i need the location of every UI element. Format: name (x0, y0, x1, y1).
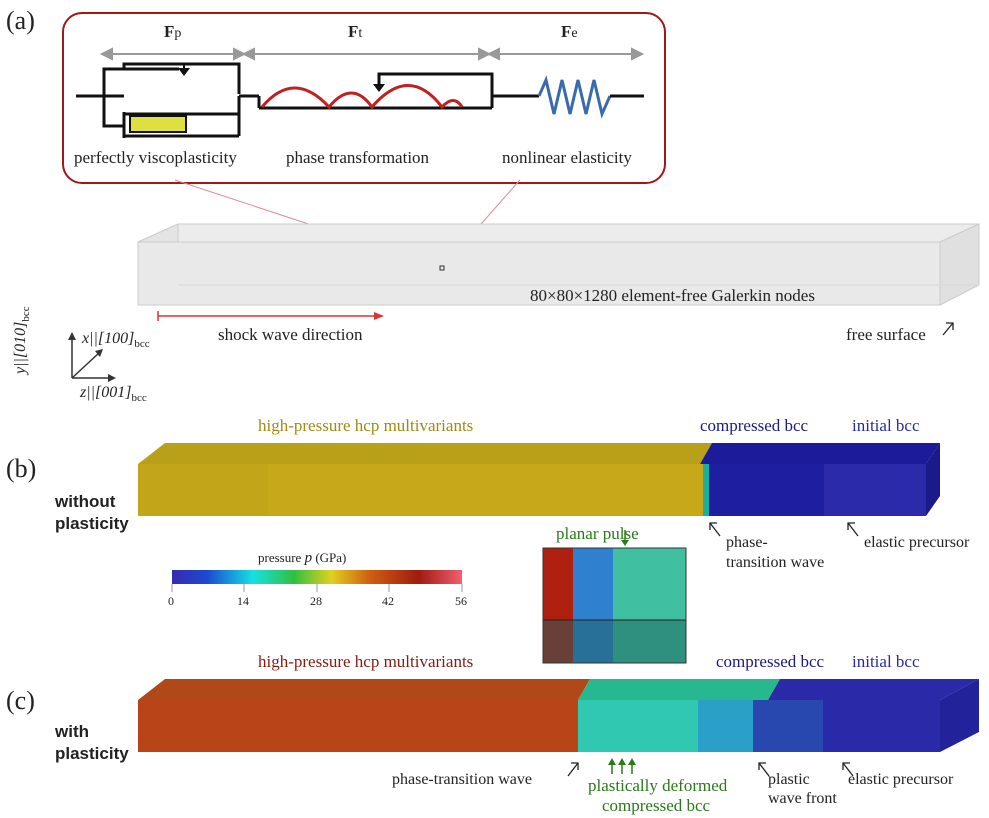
b-phase-wave-label-2: transition wave (726, 554, 825, 571)
fp-label: Fp (164, 22, 182, 41)
c-plastic-front-2: wave front (768, 790, 837, 807)
colorbar-tick-14: 14 (237, 594, 249, 608)
y-axis-label: y||[010]bcc (12, 306, 33, 374)
c-plastic-label-2: compressed bcc (602, 796, 711, 815)
panel-c-title-line2: plasticity (55, 744, 129, 763)
b-precursor-label: elastic precursor (864, 534, 970, 551)
b-hcp-label: high-pressure hcp multivariants (258, 416, 474, 435)
colorbar-tick-42: 42 (382, 594, 394, 608)
nodes-label: 80×80×1280 element-free Galerkin nodes (530, 286, 815, 305)
caption-phase-transformation: phase transformation (286, 148, 430, 167)
rheology-schematic (76, 47, 645, 138)
c-phase-wave-label: phase-transition wave (392, 771, 532, 788)
fe-label: Fe (561, 22, 578, 41)
shock-direction-label: shock wave direction (218, 325, 363, 344)
ft-label: Ft (348, 22, 363, 41)
c-plastic-label-1: plastically deformed (588, 776, 728, 795)
c-plastic-front-1: plastic (768, 771, 810, 788)
c-compressed-label: compressed bcc (716, 652, 825, 671)
free-surface-label: free surface (846, 325, 926, 344)
bar-with-plasticity (138, 679, 979, 752)
pressure-colorbar (172, 570, 462, 584)
b-phase-wave-label-1: phase- (726, 534, 768, 551)
x-axis-label: x||[100]bcc (82, 330, 150, 351)
phase-energy-arcs (260, 84, 464, 110)
c-precursor-label: elastic precursor (848, 771, 954, 788)
bar-without-plasticity (138, 443, 940, 516)
b-initial-label: initial bcc (852, 416, 920, 435)
panel-b-title-line1: without (55, 492, 116, 511)
caption-nonlinear-elasticity: nonlinear elasticity (502, 148, 632, 167)
planar-pulse-inset (542, 547, 687, 664)
spring (537, 75, 612, 119)
dashpot (129, 115, 187, 133)
c-initial-label: initial bcc (852, 652, 920, 671)
c-hcp-label: high-pressure hcp multivariants (258, 652, 474, 671)
colorbar-tick-0: 0 (168, 594, 174, 608)
panel-b-label: (b) (6, 454, 37, 483)
colorbar-tick-56: 56 (455, 594, 467, 608)
panel-a-label: (a) (6, 6, 35, 35)
colorbar-tick-28: 28 (310, 594, 322, 608)
rheology-inset: Fp Ft Fe perfectly viscoplasticity phase… (62, 12, 666, 184)
colorbar-title: pressure p (GPa) (258, 550, 347, 566)
z-axis-label: z||[001]bcc (80, 384, 147, 405)
caption-viscoplasticity: perfectly viscoplasticity (74, 148, 237, 167)
b-compressed-label: compressed bcc (700, 416, 809, 435)
panel-b-title-line2: plasticity (55, 514, 129, 533)
planar-pulse-label: planar pulse (556, 524, 639, 543)
panel-c-label: (c) (6, 686, 35, 715)
panel-c-title-line1: with (55, 722, 89, 741)
